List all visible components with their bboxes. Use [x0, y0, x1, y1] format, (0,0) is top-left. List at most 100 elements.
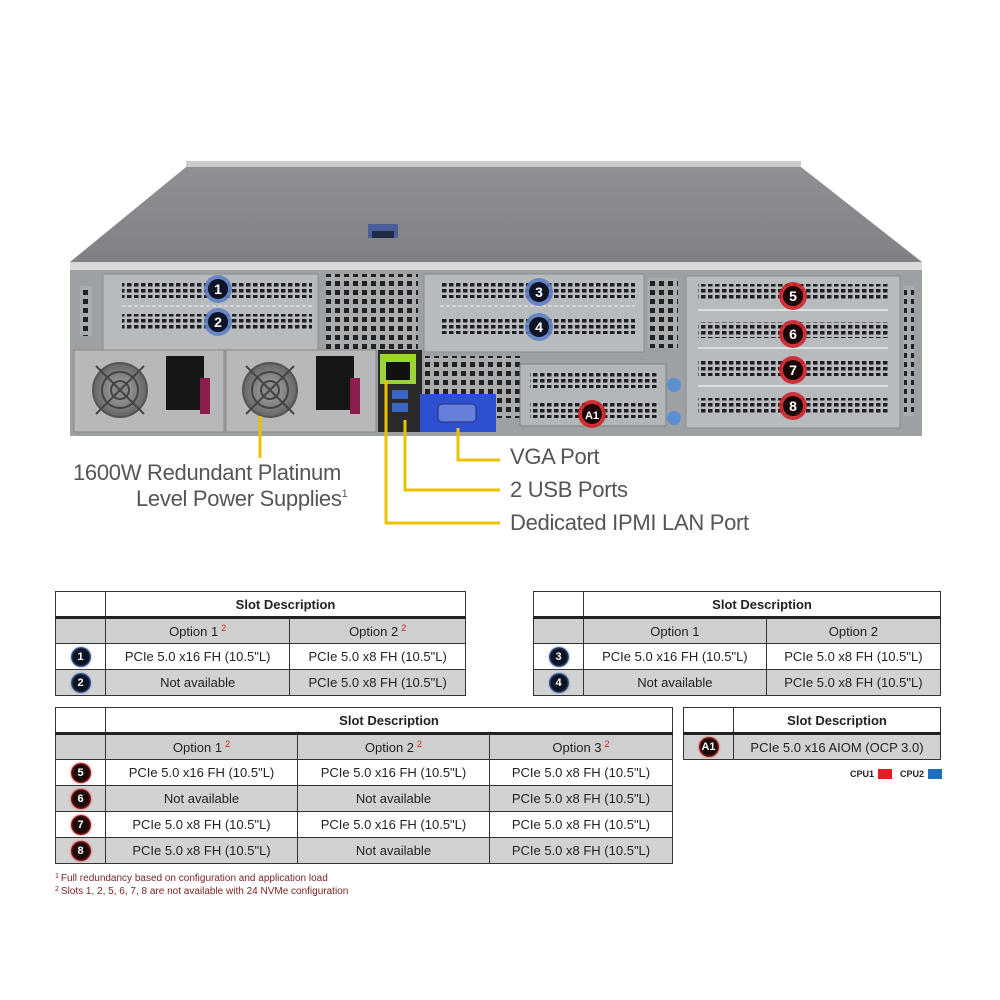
slot-badge-cell: 1: [55, 643, 106, 670]
slot-cell: Not available: [296, 837, 490, 864]
server-slot-badge-4: 4: [525, 313, 553, 341]
slot-cell: PCIe 5.0 x16 FH (10.5"L): [104, 643, 291, 670]
server-slot-badge-label: 5: [789, 288, 797, 304]
chassis-lid: [70, 161, 922, 262]
vga-callout: VGA Port: [510, 444, 600, 469]
cpu-legend: CPU1 CPU2: [850, 769, 943, 779]
slot-badge-cell: 7: [55, 811, 106, 838]
slot-cell: PCIe 5.0 x8 FH (10.5"L): [488, 785, 674, 812]
ipmi-lan-port: [380, 354, 416, 384]
callout-lines: [258, 380, 500, 525]
table-title: Slot Description: [105, 707, 673, 735]
slot-badges: 1 2 3 4 5 6 7 8A1: [204, 275, 807, 428]
server-slot-badge-3: 3: [525, 278, 553, 306]
slot-badge-cell: 4: [533, 669, 584, 696]
option-label: Option 1: [650, 623, 700, 639]
usb-ports: [392, 390, 408, 412]
slot-badge-cell: 2: [55, 669, 106, 696]
usb-callout: 2 USB Ports: [510, 477, 628, 502]
slot-cell: PCIe 5.0 x16 FH (10.5"L): [296, 811, 490, 838]
server-slot-badge-label: 4: [535, 319, 543, 335]
slot-badge: 2: [70, 672, 91, 693]
option-label: Option 2: [364, 740, 415, 755]
server-slot-badge-7: 7: [779, 356, 807, 384]
server-slot-badge-2: 2: [204, 308, 232, 336]
slot-cell: PCIe 5.0 x16 AIOM (OCP 3.0): [733, 733, 941, 760]
server-slot-badge-a1: A1: [578, 400, 606, 428]
table-title: Slot Description: [733, 707, 941, 735]
slot-badge: 6: [70, 788, 91, 809]
option-footnote-ref: 2: [221, 623, 227, 633]
cpu1-swatch: [878, 769, 893, 779]
slot-badge: A1: [698, 737, 719, 757]
slot-cell: PCIe 5.0 x8 FH (10.5"L): [289, 669, 466, 696]
server-slot-badge-5: 5: [779, 282, 807, 310]
server-slot-badge-label: 7: [789, 362, 797, 378]
cpu1-label: CPU1: [850, 769, 875, 779]
table-corner: [55, 591, 106, 619]
cpu2-swatch: [928, 769, 943, 779]
slot-badge-cell: 8: [55, 837, 106, 864]
slot-badge-cell: 5: [55, 759, 106, 786]
slot-cell: PCIe 5.0 x8 FH (10.5"L): [765, 643, 942, 670]
table-title: Slot Description: [583, 591, 941, 619]
slot-cell: PCIe 5.0 x8 FH (10.5"L): [105, 811, 298, 838]
slot-badge: 4: [548, 672, 569, 693]
psu-callout-2: Level Power Supplies1: [136, 486, 348, 512]
server-slot-badge-label: 6: [789, 326, 797, 342]
server-slot-badge-label: 3: [535, 284, 543, 300]
option-label: Option 1: [169, 624, 219, 639]
vga-port: [420, 394, 496, 432]
slot-cell: Not available: [296, 785, 490, 812]
slot-cell: PCIe 5.0 x16 FH (10.5"L): [583, 643, 767, 670]
server-slot-badge-6: 6: [779, 320, 807, 348]
table-corner: [55, 707, 106, 735]
slot-badge-cell: 3: [533, 643, 584, 670]
option-footnote-ref: 2: [604, 739, 610, 749]
slot-cell: Not available: [583, 669, 767, 696]
power-supply-1: [73, 349, 225, 433]
slot-cell: Not available: [104, 669, 291, 696]
server-slot-badge-1: 1: [204, 275, 232, 303]
server-slot-badge-label: 2: [214, 314, 222, 330]
option-label: Option 2: [828, 623, 878, 639]
option-footnote-ref: 2: [401, 623, 407, 633]
slot-cell: PCIe 5.0 x8 FH (10.5"L): [488, 811, 674, 838]
server-slot-badge-label: A1: [585, 410, 599, 422]
option-label: Option 2: [349, 624, 399, 639]
table-row: A1 PCIe 5.0 x16 AIOM (OCP 3.0): [683, 733, 941, 760]
option-header: Option 2: [765, 617, 942, 644]
server-slot-badge-8: 8: [779, 392, 807, 420]
option-footnote-ref: 2: [225, 739, 231, 749]
option-footnote-ref: 2: [417, 739, 423, 749]
slot-badge-cell: A1: [683, 733, 734, 760]
slot-badge: 5: [70, 762, 91, 783]
power-supply-2: [225, 349, 377, 433]
slot-badge: 1: [70, 646, 91, 667]
table-corner: [683, 707, 734, 735]
option-header-row: Option 1 Option 2: [533, 617, 942, 644]
option-header: Option 1: [583, 617, 767, 644]
slot-cell: PCIe 5.0 x16 FH (10.5"L): [105, 759, 298, 786]
server-slot-badge-label: 1: [214, 281, 222, 297]
slot-badge: 8: [70, 840, 91, 861]
psu-callout-line2: Level Power Supplies: [136, 486, 342, 511]
table-title: Slot Description: [105, 591, 466, 619]
cpu2-label: CPU2: [900, 769, 925, 779]
